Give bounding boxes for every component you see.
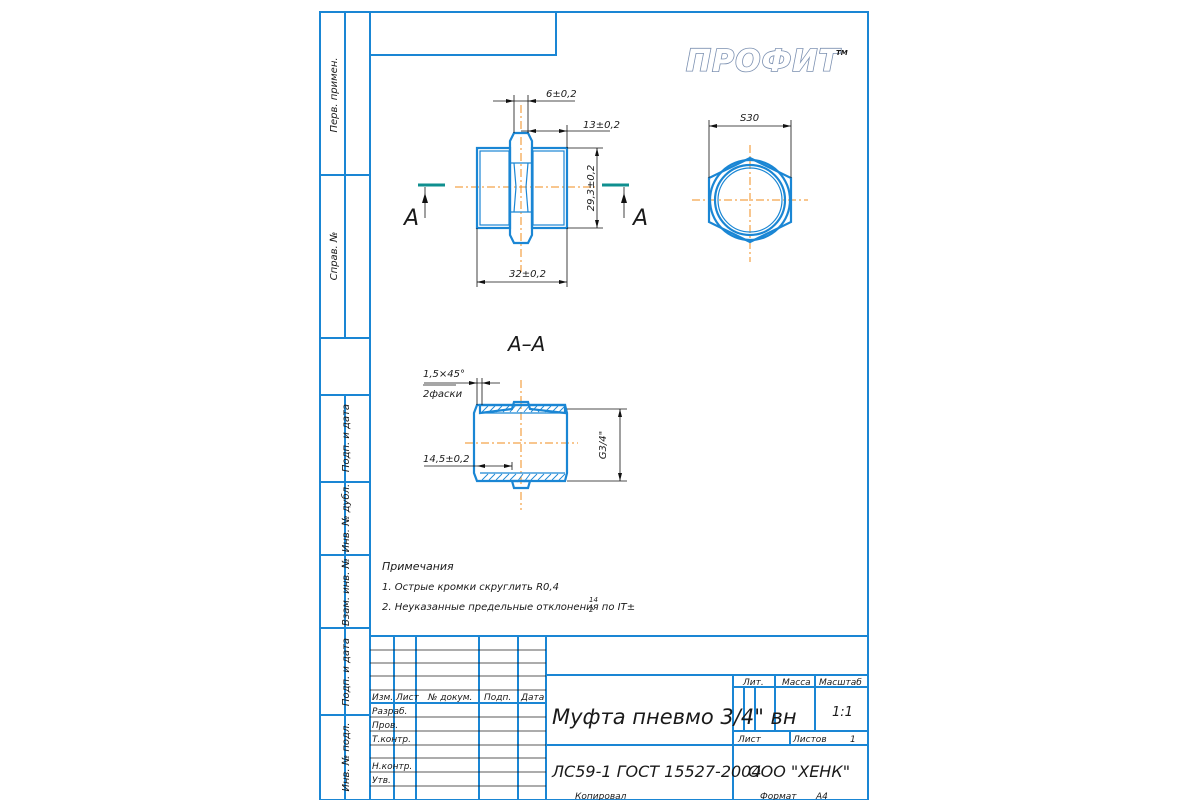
note-1: 1. Острые кромки скруглить R0,4 — [382, 582, 559, 593]
section-mark-left: А — [402, 206, 419, 231]
col-dokum: № докум. — [427, 693, 472, 703]
lit-label: Лит. — [742, 678, 764, 688]
coupling-front-view: S30 — [692, 113, 808, 262]
note-2-frac-bot: 2 — [589, 606, 594, 614]
notes-heading: Примечания — [382, 560, 454, 573]
profit-logo: ПРОФИТ TM — [685, 43, 848, 80]
section-cut-marks: А А — [402, 183, 648, 231]
col-list: Лист — [395, 693, 420, 703]
part-material: ЛС59-1 ГОСТ 15527-2004 — [551, 762, 762, 781]
logo-text: ПРОФИТ — [686, 44, 841, 79]
side-label-vzam-inv: Взам. инв. № — [341, 558, 352, 626]
scale-label: Масштаб — [819, 678, 862, 688]
role-utv: Утв. — [372, 776, 391, 786]
sheet-label: Лист — [737, 735, 762, 745]
mass-label: Масса — [782, 678, 811, 688]
sheets-label: Листов — [792, 735, 827, 745]
side-label-inv-dubl: Инв. № дубл. — [340, 484, 352, 552]
role-tkontr: Т.контр. — [372, 735, 411, 745]
coupling-section-view — [465, 380, 578, 510]
side-label-podp-data-2: Подп. и дата — [341, 638, 352, 706]
side-view-dimensions: 6±0,2 13±0,2 29,3±0,2 32±0,2 — [476, 89, 620, 287]
col-data: Дата — [520, 693, 544, 703]
scale-value: 1:1 — [832, 705, 853, 720]
note-2: 2. Неуказанные предельные отклонения по … — [382, 602, 635, 613]
section-title: А–А — [506, 332, 545, 356]
coupling-side-view — [455, 105, 595, 272]
side-labels: Перв. примен. Справ. № Подп. и дата Инв.… — [329, 57, 352, 791]
section-dimensions: 1,5×45° 2фаски 14,5±0,2 G3/4" — [423, 369, 627, 482]
side-label-inv-podl: Инв. № подл. — [341, 723, 352, 792]
dim-29-3: 29,3±0,2 — [586, 165, 597, 212]
side-label-sprav-no: Справ. № — [329, 232, 340, 281]
company-name: ООО "ХЕНК" — [748, 762, 850, 781]
dim-14-5: 14,5±0,2 — [423, 454, 470, 465]
col-podp: Подп. — [484, 693, 511, 703]
drawing-frame — [319, 11, 869, 800]
role-razrab: Разраб. — [372, 707, 407, 717]
dim-s30: S30 — [740, 113, 759, 124]
notes-block: Примечания 1. Острые кромки скруглить R0… — [382, 560, 635, 614]
part-name: Муфта пневмо 3/4" вн — [552, 705, 797, 729]
logo-tm: TM — [836, 49, 848, 57]
dim-6: 6±0,2 — [546, 89, 577, 100]
role-prov: Пров. — [372, 721, 398, 731]
side-label-podp-data-1: Подп. и дата — [341, 404, 352, 472]
col-izm: Изм. — [372, 693, 393, 703]
title-block: Изм. Лист № докум. Подп. Дата Разраб. Пр… — [370, 635, 868, 800]
section-mark-right: А — [631, 206, 648, 231]
note-2-frac-top: 14 — [589, 596, 598, 604]
footer-format-value: А4 — [815, 792, 828, 800]
footer-format-label: Формат — [760, 792, 797, 800]
role-nkontr: Н.контр. — [372, 762, 412, 772]
dim-chamfer-note: 2фаски — [423, 389, 463, 400]
dim-32: 32±0,2 — [509, 269, 546, 280]
footer-copied: Копировал — [575, 792, 627, 800]
dim-13: 13±0,2 — [583, 120, 620, 131]
side-label-perv-primen: Перв. примен. — [329, 57, 340, 132]
sheets-value: 1 — [850, 735, 856, 745]
sheet-footer: Копировал Формат А4 — [575, 792, 828, 800]
dim-g3-4: G3/4" — [598, 431, 609, 459]
dim-chamfer: 1,5×45° — [423, 369, 465, 380]
